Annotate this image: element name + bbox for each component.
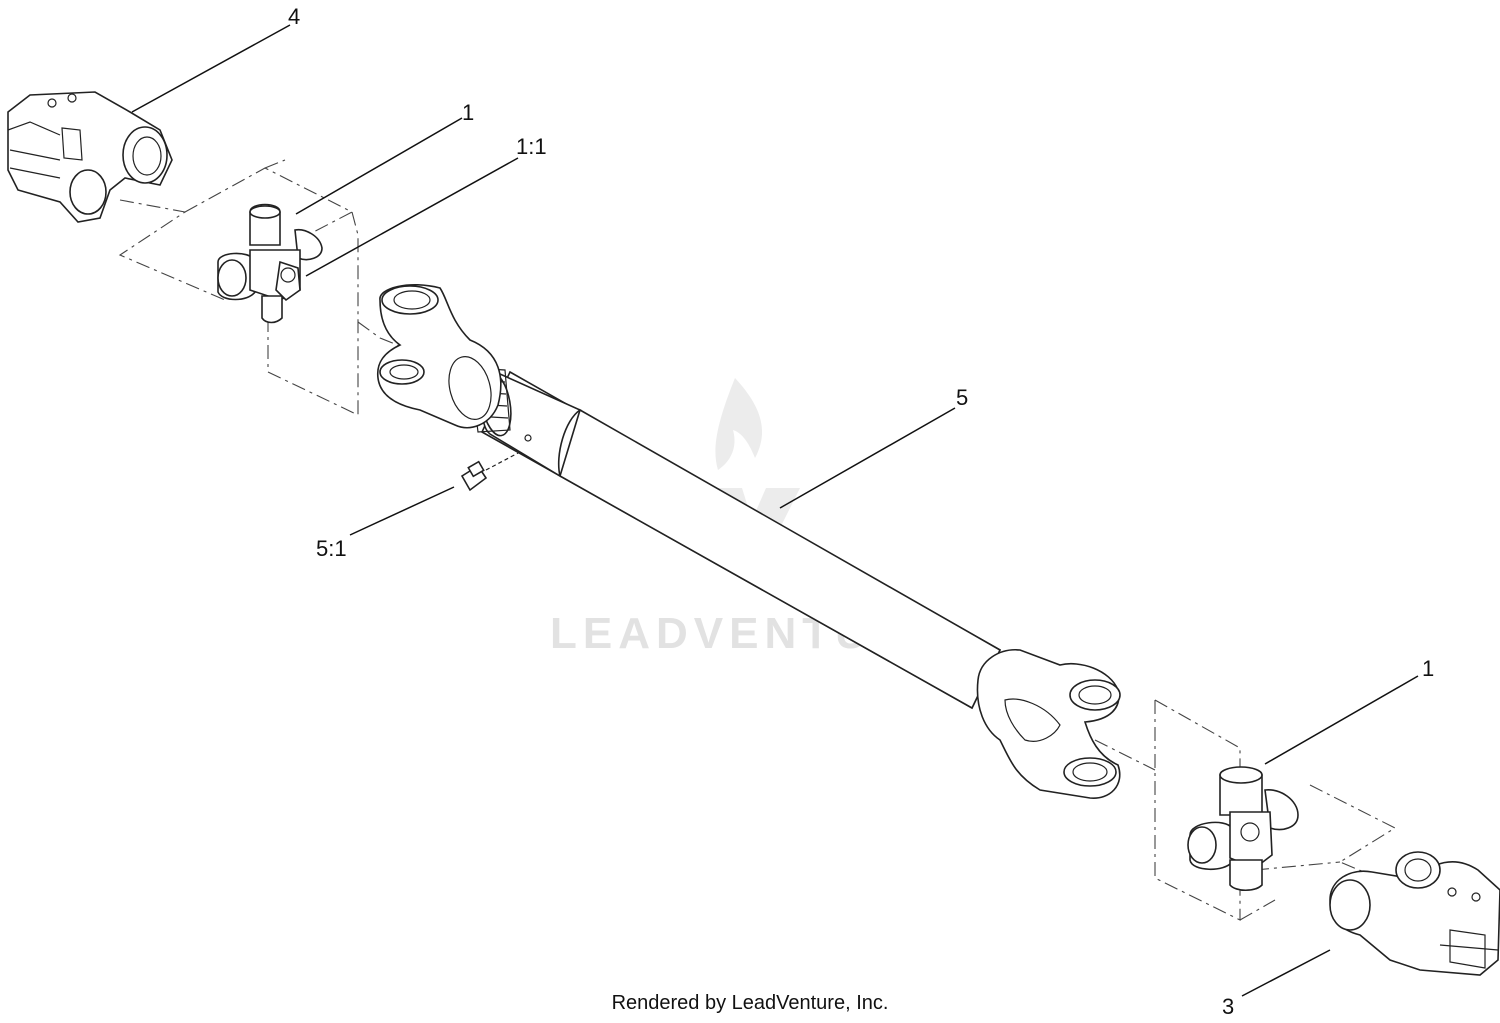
callout-part-4: 4 bbox=[288, 4, 300, 29]
u-joint-top-part-1 bbox=[217, 203, 323, 324]
callout-labels: 4 1 1:1 5 5:1 1 3 bbox=[288, 4, 1434, 1019]
yoke-right-shaft bbox=[976, 649, 1121, 799]
callout-part-3: 3 bbox=[1222, 994, 1234, 1019]
callout-part-5-1: 5:1 bbox=[316, 536, 347, 561]
slip-yoke-left bbox=[376, 284, 502, 429]
assembly-dashed-lines bbox=[118, 159, 1397, 921]
yoke-part-3 bbox=[1329, 851, 1500, 976]
callout-part-1-bottom: 1 bbox=[1422, 656, 1434, 681]
callout-part-1-1: 1:1 bbox=[516, 134, 547, 159]
callout-part-1-top: 1 bbox=[462, 100, 474, 125]
grease-fitting-part-5-1 bbox=[460, 451, 521, 492]
watermark-flame-icon bbox=[715, 378, 763, 470]
callout-part-5: 5 bbox=[956, 385, 968, 410]
leader-lines bbox=[131, 24, 1419, 997]
render-credit: Rendered by LeadVenture, Inc. bbox=[611, 992, 889, 1014]
u-joint-bottom-part-1 bbox=[1187, 766, 1299, 892]
yoke-part-4 bbox=[7, 91, 173, 223]
